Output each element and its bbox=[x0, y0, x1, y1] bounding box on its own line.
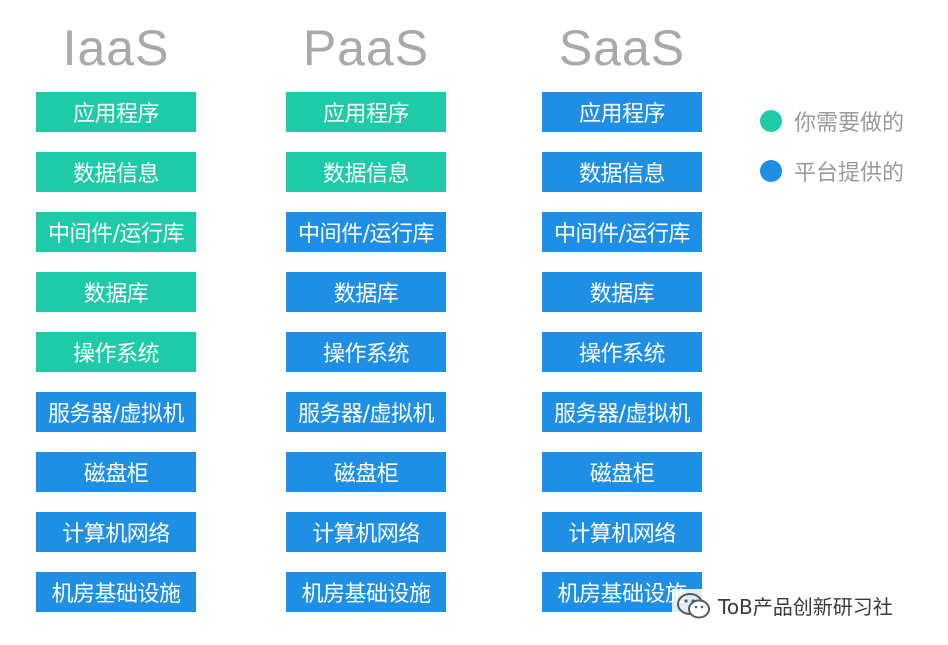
column-iaas: 应用程序 数据信息 中间件/运行库 数据库 操作系统 服务器/虚拟机 磁盘柜 计… bbox=[36, 92, 196, 632]
legend-label-user: 你需要做的 bbox=[794, 111, 905, 136]
layer-box: 中间件/运行库 bbox=[286, 212, 446, 252]
layer-box: 操作系统 bbox=[36, 332, 196, 372]
layer-box: 数据信息 bbox=[542, 152, 702, 192]
layer-box: 数据库 bbox=[286, 272, 446, 312]
layer-box: 数据库 bbox=[36, 272, 196, 312]
layer-box: 应用程序 bbox=[286, 92, 446, 132]
layer-box: 数据库 bbox=[542, 272, 702, 312]
legend: 你需要做的 平台提供的 bbox=[760, 106, 904, 206]
column-paas: 应用程序 数据信息 中间件/运行库 数据库 操作系统 服务器/虚拟机 磁盘柜 计… bbox=[286, 92, 446, 632]
legend-item-user: 你需要做的 bbox=[760, 106, 904, 136]
layer-box: 数据信息 bbox=[286, 152, 446, 192]
layer-box: 计算机网络 bbox=[36, 512, 196, 552]
layer-box: 计算机网络 bbox=[542, 512, 702, 552]
layer-box: 中间件/运行库 bbox=[36, 212, 196, 252]
column-title-paas: PaaS bbox=[302, 20, 430, 76]
layer-box: 服务器/虚拟机 bbox=[36, 392, 196, 432]
watermark: ToB产品创新研习社 bbox=[672, 589, 897, 622]
legend-item-platform: 平台提供的 bbox=[760, 156, 904, 186]
layer-box: 数据信息 bbox=[36, 152, 196, 192]
layer-box: 服务器/虚拟机 bbox=[542, 392, 702, 432]
layer-box: 操作系统 bbox=[286, 332, 446, 372]
column-title-iaas: IaaS bbox=[62, 20, 170, 76]
legend-dot-user bbox=[760, 110, 782, 132]
layer-box: 机房基础设施 bbox=[36, 572, 196, 612]
legend-dot-platform bbox=[760, 160, 782, 182]
layer-box: 磁盘柜 bbox=[542, 452, 702, 492]
layer-box: 操作系统 bbox=[542, 332, 702, 372]
layer-box: 计算机网络 bbox=[286, 512, 446, 552]
wechat-icon bbox=[677, 592, 710, 618]
layer-box: 磁盘柜 bbox=[286, 452, 446, 492]
column-saas: 应用程序 数据信息 中间件/运行库 数据库 操作系统 服务器/虚拟机 磁盘柜 计… bbox=[542, 92, 702, 632]
legend-label-platform: 平台提供的 bbox=[794, 161, 905, 186]
layer-box: 应用程序 bbox=[542, 92, 702, 132]
layer-box: 服务器/虚拟机 bbox=[286, 392, 446, 432]
layer-box: 磁盘柜 bbox=[36, 452, 196, 492]
column-title-saas: SaaS bbox=[558, 20, 686, 76]
layer-box: 机房基础设施 bbox=[286, 572, 446, 612]
layer-box: 中间件/运行库 bbox=[542, 212, 702, 252]
watermark-text: ToB产品创新研习社 bbox=[718, 595, 893, 619]
layer-box: 应用程序 bbox=[36, 92, 196, 132]
